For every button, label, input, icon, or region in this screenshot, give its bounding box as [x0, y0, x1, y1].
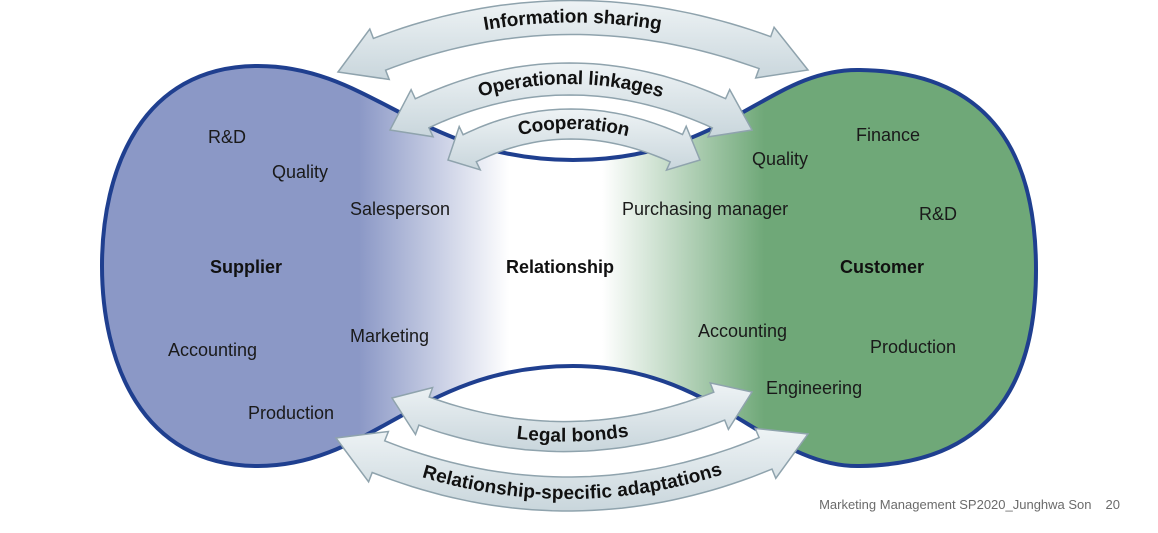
- customer-function-quality: Quality: [752, 149, 808, 169]
- supplier-function-marketing: Marketing: [350, 326, 429, 346]
- supplier-function-rd: R&D: [208, 127, 246, 147]
- relationship-specific-adaptations-arrow: [334, 427, 810, 512]
- operational-linkages-arrow: [388, 62, 754, 138]
- footer-page-number: 20: [1105, 497, 1120, 512]
- relationship-title: Relationship: [506, 257, 614, 277]
- customer-title: Customer: [840, 257, 924, 277]
- information-sharing-arrow: [336, 0, 810, 81]
- customer-function-production: Production: [870, 337, 956, 357]
- legal-bonds-arrow: [390, 381, 754, 453]
- customer-function-finance: Finance: [856, 125, 920, 145]
- supplier-function-production: Production: [248, 403, 334, 423]
- customer-function-purchasing-manager: Purchasing manager: [622, 199, 788, 219]
- customer-function-accounting: Accounting: [698, 321, 787, 341]
- supplier-function-accounting: Accounting: [168, 340, 257, 360]
- customer-function-rd: R&D: [919, 204, 957, 224]
- supplier-title: Supplier: [210, 257, 282, 277]
- cooperation-arrow: [447, 108, 702, 172]
- supplier-function-quality: Quality: [272, 162, 328, 182]
- slide-footer: Marketing Management SP2020_Junghwa Son 2…: [805, 497, 1120, 512]
- customer-function-engineering: Engineering: [766, 378, 862, 398]
- footer-course: Marketing Management SP2020_Junghwa Son: [819, 497, 1092, 512]
- supplier-function-salesperson: Salesperson: [350, 199, 450, 219]
